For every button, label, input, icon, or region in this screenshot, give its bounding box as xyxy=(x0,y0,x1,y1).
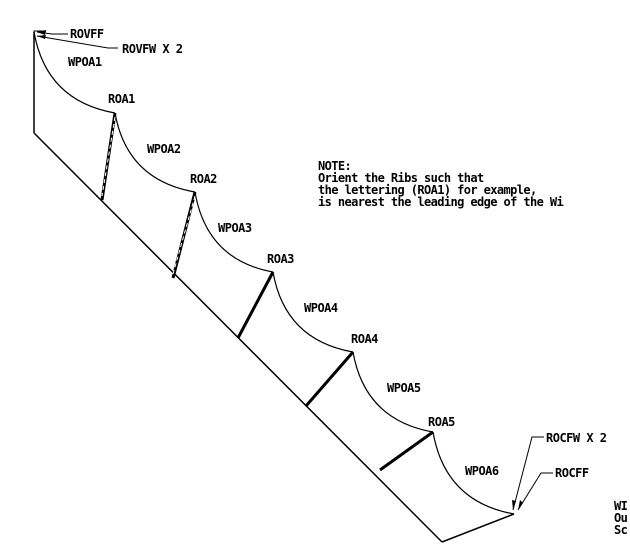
rib-label: ROA2 xyxy=(190,172,217,186)
rocff-arrowhead xyxy=(518,500,523,510)
panel-label: WPOA4 xyxy=(304,301,338,315)
note-title: NOTE: xyxy=(318,159,351,173)
note-line: the lettering (ROA1) for example, xyxy=(318,183,537,197)
leading-edge-curve xyxy=(194,191,274,273)
corner-text-line: WI xyxy=(614,499,628,513)
assembly-note: NOTE: Orient the Ribs such that the lett… xyxy=(318,159,564,209)
rib-label: ROA5 xyxy=(428,415,455,429)
rovff-label: ROVFF xyxy=(70,27,104,41)
rib-label: ROA1 xyxy=(108,92,135,106)
panel-label: WPOA1 xyxy=(68,55,102,69)
panel-label: WPOA2 xyxy=(147,142,181,156)
tip-edge xyxy=(441,513,515,543)
leaders xyxy=(36,30,553,511)
rovff-arrowhead xyxy=(37,30,46,35)
rib-line xyxy=(236,271,275,339)
panel-label: WPOA6 xyxy=(465,464,499,478)
leading-edge-curve xyxy=(352,351,434,433)
leading-edge-curve xyxy=(432,431,515,515)
note-line: is nearest the leading edge of the Wi xyxy=(318,195,563,209)
rib-line xyxy=(379,430,434,472)
rib-label: ROA4 xyxy=(351,332,378,346)
corner-text-line: Ou xyxy=(614,511,628,525)
leading-edge-curve xyxy=(33,31,116,114)
rib-label: ROA3 xyxy=(267,252,294,266)
panel-label: WPOA5 xyxy=(387,381,421,395)
leading-edge-curve xyxy=(272,271,354,353)
rocff-leader xyxy=(517,472,553,511)
rovfw-leader xyxy=(36,35,118,49)
rib-labels: ROA1 ROA2 ROA3 ROA4 ROA5 xyxy=(108,92,456,429)
panel-labels: WPOA1 WPOA2 WPOA3 WPOA4 WPOA5 WPOA6 xyxy=(68,55,499,478)
leading-edge-panels xyxy=(33,31,515,515)
rib-line xyxy=(304,351,355,407)
rib-hatch xyxy=(101,116,116,197)
rocfw-label: ROCFW X 2 xyxy=(546,431,607,445)
ribs xyxy=(100,112,434,472)
note-line: Orient the Ribs such that xyxy=(318,171,484,185)
rovfw-arrowhead xyxy=(37,35,46,39)
leading-edge-curve xyxy=(114,112,196,193)
rovfw-label: ROVFW X 2 xyxy=(122,42,183,56)
wing-outline xyxy=(33,30,515,543)
rocff-label: ROCFF xyxy=(555,466,589,480)
rib-line xyxy=(171,191,197,279)
corner-text: WI Ou Sc xyxy=(614,499,628,537)
rocfw-leader xyxy=(512,436,544,511)
rocfw-arrowhead xyxy=(512,500,516,510)
part-labels: ROVFF ROVFW X 2 ROCFW X 2 ROCFF xyxy=(70,27,607,480)
corner-text-line: Sc xyxy=(614,523,628,537)
panel-label: WPOA3 xyxy=(218,221,252,235)
